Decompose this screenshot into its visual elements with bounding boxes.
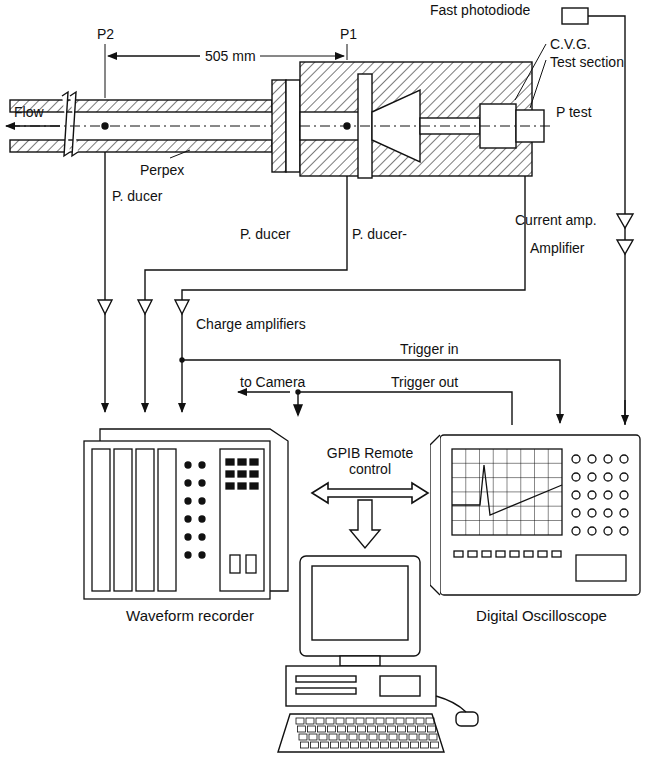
part-label: C.V.G. <box>550 36 591 52</box>
part-label: Fast photodiode <box>430 2 530 18</box>
part-label: P. ducer <box>112 188 162 204</box>
instrument-caption: Waveform recorder <box>70 607 310 625</box>
connector-label: Trigger out <box>389 374 460 390</box>
connector <box>294 390 512 425</box>
part-label: P test <box>556 104 592 120</box>
instrument-picture <box>70 415 302 603</box>
waveform-recorder: Waveform recorder <box>70 415 310 625</box>
part-label: P2 <box>97 26 114 42</box>
connector <box>312 483 428 503</box>
instrument-picture <box>430 425 645 603</box>
part-label: P. ducer <box>240 226 290 242</box>
instrument-caption: Digital Oscilloscope <box>430 607 652 625</box>
part-label: Current amp. <box>515 212 597 228</box>
part-label: Test section <box>550 54 624 70</box>
part-label: Flow <box>14 104 44 120</box>
connector-label: GPIB Remote control <box>312 445 428 477</box>
part-label: Amplifier <box>530 240 584 256</box>
part-label: Trigger in <box>400 341 459 357</box>
part-label: to Camera <box>240 374 305 390</box>
part-label: Charge amplifiers <box>196 316 306 332</box>
digital-oscilloscope: Digital Oscilloscope <box>430 425 652 625</box>
part-label: P1 <box>340 26 357 42</box>
part-label: Perpex <box>140 162 184 178</box>
part-label: P. ducer- <box>352 226 407 242</box>
part-label: 505 mm <box>205 48 256 64</box>
